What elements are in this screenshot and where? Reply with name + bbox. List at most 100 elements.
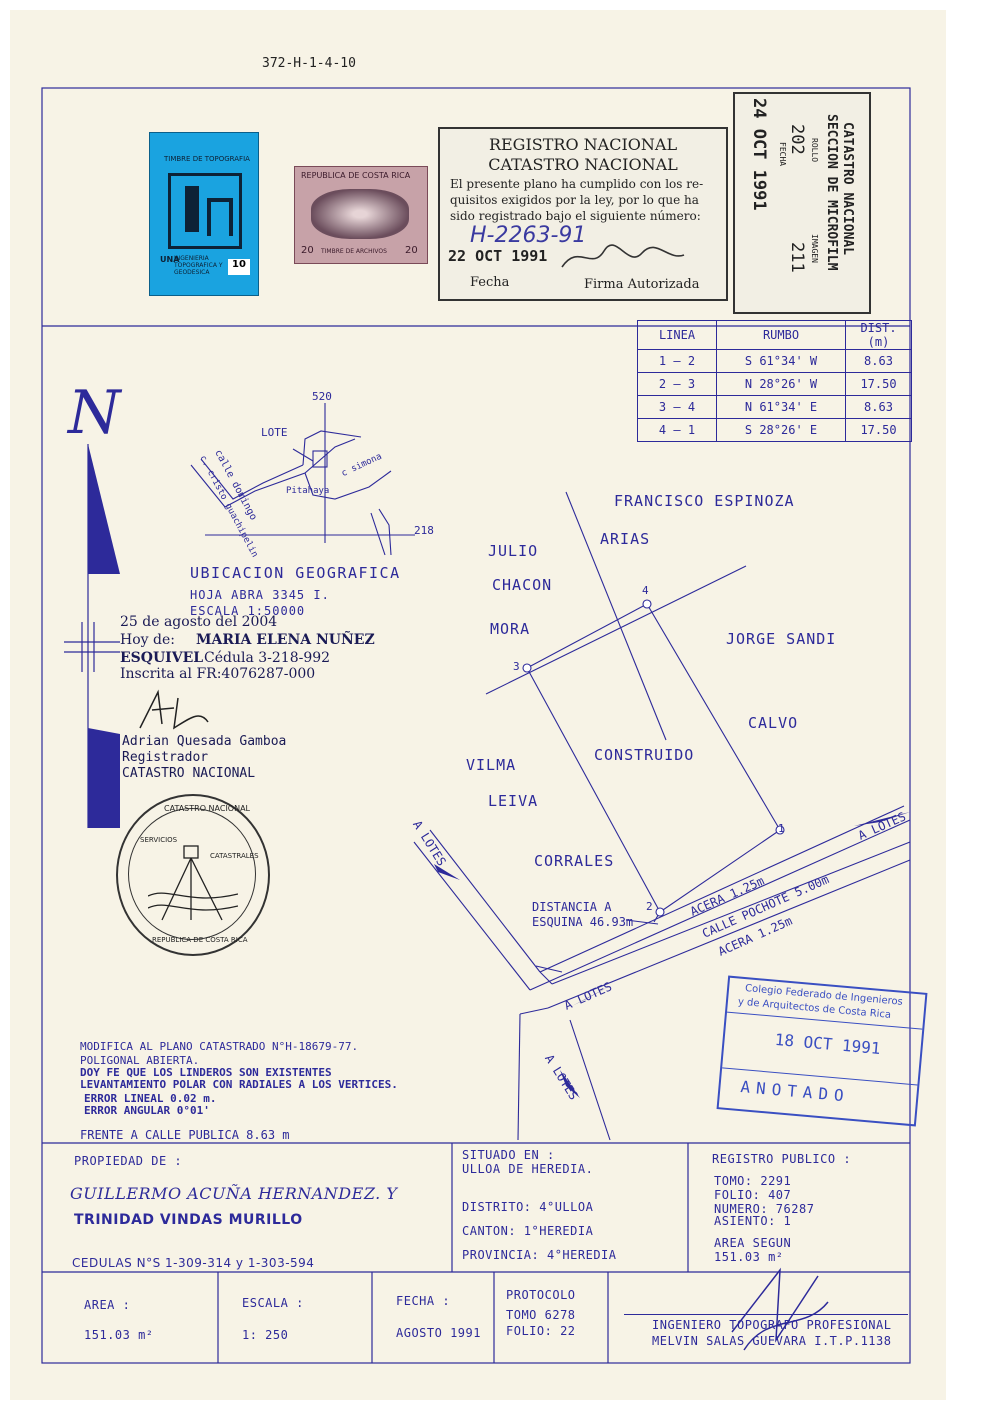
north-label: N bbox=[68, 378, 121, 448]
cert-name1: MARIA ELENA NUÑEZ bbox=[196, 632, 375, 648]
table-row: 3 — 4 N 61°34' E 8.63 bbox=[637, 395, 912, 419]
catastro-seal: CATASTRO NACIONAL SERVICIOS CATASTRALES … bbox=[116, 794, 270, 956]
registro-line2: CATASTRO NACIONAL bbox=[488, 155, 678, 174]
note-error-angular: ERROR ANGULAR 0°01' bbox=[84, 1104, 210, 1117]
vertex-2 bbox=[655, 907, 665, 917]
owner-1: GUILLERMO ACUÑA HERNANDEZ. Y bbox=[70, 1184, 398, 1203]
dist-cell: 8.63 bbox=[845, 395, 912, 419]
signature-line bbox=[624, 1314, 908, 1315]
linea-to: 2 bbox=[687, 354, 696, 368]
registrador-org: CATASTRO NACIONAL bbox=[122, 766, 256, 781]
timbre-archivos-title: REPUBLICA DE COSTA RICA bbox=[301, 171, 411, 180]
col-rumbo: RUMBO bbox=[716, 320, 846, 350]
note-levantamiento: LEVANTAMIENTO POLAR CON RADIALES A LOS V… bbox=[80, 1078, 398, 1091]
neighbor-jorge: JORGE SANDI bbox=[726, 630, 837, 648]
registrador-name: Adrian Quesada Gamboa bbox=[122, 734, 287, 749]
registro-folio: FOLIO: 407 bbox=[714, 1188, 792, 1202]
location-sketch bbox=[190, 403, 415, 556]
rumbo-cell: S 28°26' E bbox=[716, 418, 846, 442]
colegio-federado-stamp: Colegio Federado de Ingenieros y de Arqu… bbox=[716, 975, 928, 1127]
ingeniero-name: MELVIN SALAS GUEVARA I.T.P.1138 bbox=[652, 1334, 892, 1348]
fecha-value: AGOSTO 1991 bbox=[396, 1326, 481, 1340]
neighbor-mora: MORA bbox=[490, 620, 531, 638]
registro-numero: NUMERO: 76287 bbox=[714, 1202, 815, 1216]
neighbor-francisco: FRANCISCO ESPINOZA bbox=[614, 492, 795, 510]
owner-2: TRINIDAD VINDAS MURILLO bbox=[74, 1212, 303, 1228]
microfilm-stamp: CATASTRO NACIONAL SECCION DE MICROFILM R… bbox=[733, 92, 871, 314]
location-escala: ESCALA 1:50000 bbox=[190, 604, 306, 618]
cert-hoy-label: Hoy de: bbox=[120, 632, 175, 648]
registro-firma-label: Firma Autorizada bbox=[584, 277, 700, 292]
linea-cell: 2 — 3 bbox=[637, 372, 717, 396]
area-segun-value: 151.03 m² bbox=[714, 1250, 784, 1264]
owner-cedulas: CEDULAS N°S 1-309-314 y 1-303-594 bbox=[72, 1256, 315, 1270]
neighbor-calvo: CALVO bbox=[748, 714, 799, 732]
lot-construido: CONSTRUIDO bbox=[594, 746, 695, 764]
location-hoja: HOJA ABRA 3345 I. bbox=[190, 588, 330, 602]
rumbo-cell: N 61°34' E bbox=[716, 395, 846, 419]
vertex-4 bbox=[642, 599, 652, 609]
linea-to: 3 bbox=[687, 377, 696, 391]
vertex-1 bbox=[775, 825, 785, 835]
una-logo-icon bbox=[168, 173, 242, 249]
ingeniero-title: INGENIERO TOPOGRAFO PROFESIONAL bbox=[652, 1318, 892, 1332]
vertex-label-2: 2 bbox=[646, 900, 653, 913]
registro-asiento: ASIENTO: 1 bbox=[714, 1214, 792, 1228]
timbre-subtitle: INGENIERIA TOPOGRAFICA Y GEODESICA bbox=[174, 255, 223, 276]
registro-body1: El presente plano ha cumplido con los re… bbox=[450, 177, 704, 191]
linea-from: 1 bbox=[658, 354, 667, 368]
federado-date: 18 OCT 1991 bbox=[774, 1029, 882, 1059]
linea-from: 4 bbox=[658, 423, 667, 437]
timbre-title: TIMBRE DE TOPOGRAFIA bbox=[164, 155, 250, 163]
engineer-signature-icon bbox=[731, 1267, 829, 1351]
cert-date: 25 de agosto del 2004 bbox=[120, 614, 278, 630]
vertex-3 bbox=[522, 663, 532, 673]
neighbor-julio: JULIO bbox=[488, 542, 539, 560]
timbre-value: 10 bbox=[228, 259, 250, 275]
location-lote: LOTE bbox=[261, 426, 288, 439]
seal-bottom: REPUBLICA DE COSTA RICA bbox=[152, 936, 248, 944]
note-frente: FRENTE A CALLE PUBLICA 8.63 m bbox=[80, 1128, 290, 1142]
distancia-label-2: ESQUINA 46.93m bbox=[532, 915, 634, 929]
escala-label: ESCALA : bbox=[242, 1296, 304, 1310]
timbre-archivos-stamp: REPUBLICA DE COSTA RICA 20 TIMBRE DE ARC… bbox=[294, 166, 428, 264]
registro-line1: REGISTRO NACIONAL bbox=[488, 135, 678, 154]
neighbor-vilma: VILMA bbox=[466, 756, 517, 774]
area-segun-label: AREA SEGUN bbox=[714, 1236, 792, 1250]
neighbor-arias: ARIAS bbox=[600, 530, 651, 548]
note-modifica: MODIFICA AL PLANO CATASTRADO N°H-18679-7… bbox=[80, 1040, 359, 1053]
federado-anotado: ANOTADO bbox=[739, 1077, 851, 1106]
vertex-label-4: 4 bbox=[642, 584, 649, 597]
signature-icon bbox=[561, 244, 685, 268]
location-pitahaya: Pitahaya bbox=[286, 486, 330, 496]
timbre-topografia-stamp: TIMBRE DE TOPOGRAFIA UNA INGENIERIA TOPO… bbox=[149, 132, 259, 296]
coord-218: 218 bbox=[414, 524, 434, 537]
linea-from: 2 bbox=[658, 377, 667, 391]
registro-body3: sido registrado bajo el siguiente número… bbox=[450, 209, 701, 223]
col-linea: LINEA bbox=[637, 320, 717, 350]
situado-value: ULLOA DE HEREDIA. bbox=[462, 1162, 594, 1176]
escala-value: 1: 250 bbox=[242, 1328, 289, 1342]
area-value: 151.03 m² bbox=[84, 1328, 154, 1342]
registro-nacional-stamp: REGISTRO NACIONAL CATASTRO NACIONAL El p… bbox=[438, 127, 728, 301]
seal-right: CATASTRALES bbox=[210, 852, 259, 860]
protocolo-folio: FOLIO: 22 bbox=[506, 1324, 576, 1338]
distrito: DISTRITO: 4°ULLOA bbox=[462, 1200, 594, 1214]
seal-left: SERVICIOS bbox=[140, 836, 178, 844]
cert-inscrita: Inscrita al FR:4076287-000 bbox=[120, 666, 316, 682]
rumbo-table: LINEA RUMBO DIST.(m) 1 — 2 S 61°34' W 8.… bbox=[637, 320, 912, 442]
timbre-archivos-value-left: 20 bbox=[301, 245, 314, 256]
plan-code: 372-H-1-4-10 bbox=[262, 56, 356, 71]
registrador-title: Registrador bbox=[122, 750, 209, 765]
location-title: UBICACION GEOGRAFICA bbox=[190, 564, 401, 582]
protocolo-label: PROTOCOLO bbox=[506, 1288, 576, 1302]
distancia-label-1: DISTANCIA A bbox=[532, 900, 612, 914]
provincia: PROVINCIA: 4°HEREDIA bbox=[462, 1248, 617, 1262]
registro-number: H-2263-91 bbox=[470, 223, 587, 248]
registro-body2: quisitos exigidos por la ley, por lo que… bbox=[450, 193, 699, 207]
note-doy-fe: DOY FE QUE LOS LINDEROS SON EXISTENTES bbox=[80, 1066, 332, 1079]
vertex-label-3: 3 bbox=[513, 660, 520, 673]
linea-to: 4 bbox=[687, 400, 696, 414]
